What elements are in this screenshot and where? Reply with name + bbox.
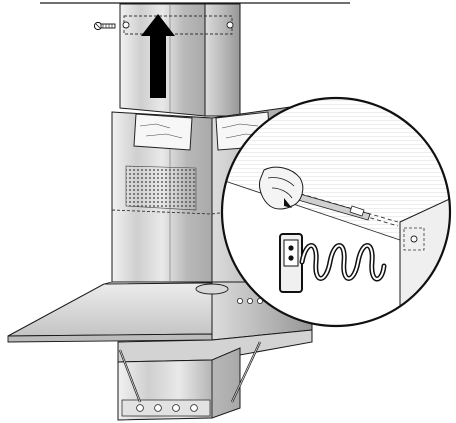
spring-clip-icon	[279, 233, 387, 293]
upper-duct-section	[119, 3, 241, 117]
screw-icon	[93, 21, 116, 31]
screw-hole-left	[122, 21, 130, 29]
bottom-box	[117, 341, 261, 421]
vent-grille	[125, 165, 197, 211]
detail-magnifier	[220, 96, 452, 328]
hand-icon	[259, 166, 304, 210]
up-arrow-icon	[141, 14, 175, 98]
screw-hole-right	[226, 21, 234, 29]
